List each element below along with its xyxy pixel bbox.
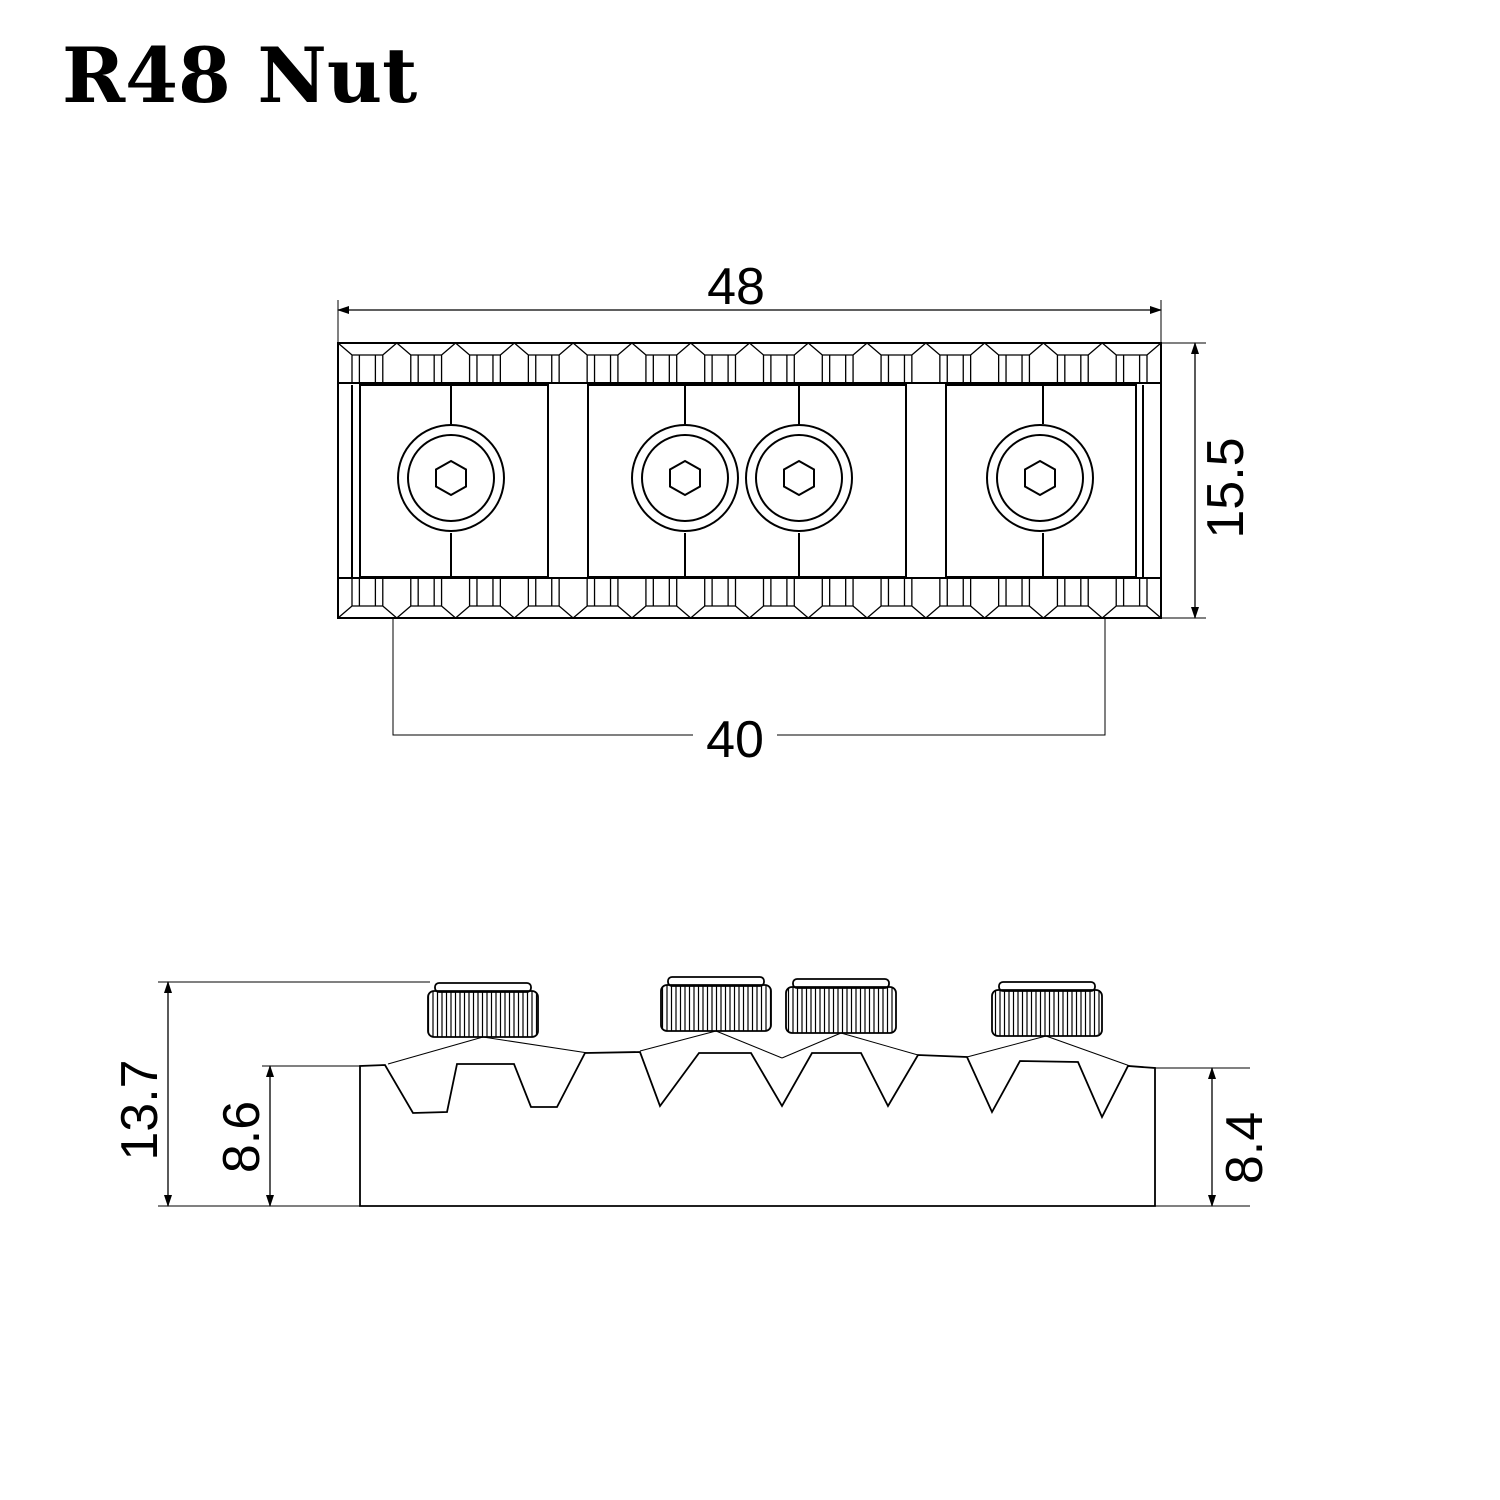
tooth-segment bbox=[1101, 342, 1162, 383]
side-view-dimensions bbox=[158, 981, 1250, 1207]
tooth-segment bbox=[455, 578, 515, 619]
top-teeth bbox=[337, 342, 1162, 383]
hex-socket-icon bbox=[669, 459, 701, 497]
tooth-segment bbox=[866, 342, 927, 383]
tooth-segment bbox=[572, 578, 633, 619]
page-title: R48 Nut bbox=[62, 31, 418, 120]
depth-dimension-label: 15.5 bbox=[1197, 437, 1255, 538]
clamp-pad-3 bbox=[945, 384, 1137, 578]
spacing-dimension-label: 40 bbox=[706, 711, 764, 769]
hex-screw-2 bbox=[631, 424, 739, 532]
tooth-segment bbox=[690, 578, 750, 619]
tooth-segment bbox=[1101, 578, 1162, 619]
right-height-label: 8.4 bbox=[1216, 1112, 1274, 1184]
thumb-screw-4 bbox=[991, 981, 1103, 1037]
spacing-dimension-line-left bbox=[392, 618, 693, 736]
tooth-segment bbox=[631, 578, 692, 619]
tooth-segment bbox=[866, 578, 927, 619]
clamp-pad-1 bbox=[359, 384, 549, 578]
clamp-pad-2 bbox=[587, 384, 907, 578]
tooth-segment bbox=[807, 578, 868, 619]
bottom-teeth bbox=[337, 578, 1162, 619]
nut-body-profile bbox=[359, 1051, 1156, 1207]
tooth-segment bbox=[690, 342, 750, 383]
width-dimension-label: 48 bbox=[707, 258, 765, 316]
overall-height-label: 13.7 bbox=[111, 1059, 169, 1160]
hex-socket-icon bbox=[783, 459, 815, 497]
tooth-segment bbox=[572, 342, 633, 383]
hex-screw-1 bbox=[397, 424, 505, 532]
tooth-segment bbox=[984, 342, 1044, 383]
tooth-segment bbox=[513, 578, 574, 619]
thumb-screw-1 bbox=[427, 982, 539, 1038]
top-view-dimensions bbox=[337, 300, 1206, 736]
tooth-segment bbox=[749, 342, 809, 383]
hex-screw-3 bbox=[745, 424, 853, 532]
tooth-segment bbox=[631, 342, 692, 383]
tooth-segment bbox=[337, 342, 398, 383]
tooth-segment bbox=[984, 578, 1044, 619]
spacing-dimension-line-right bbox=[777, 618, 1106, 736]
hex-socket-icon bbox=[1024, 459, 1056, 497]
top-view bbox=[337, 342, 1162, 619]
tooth-segment bbox=[807, 342, 868, 383]
tooth-segment bbox=[513, 342, 574, 383]
hex-screw-4 bbox=[986, 424, 1094, 532]
tooth-segment bbox=[455, 342, 515, 383]
tooth-segment bbox=[337, 578, 398, 619]
thumb-screw-3 bbox=[785, 978, 897, 1034]
tooth-segment bbox=[1043, 578, 1103, 619]
thumb-screw-2 bbox=[660, 976, 772, 1032]
string-lines bbox=[387, 1030, 1131, 1067]
left-height-label: 8.6 bbox=[213, 1101, 271, 1173]
hex-socket-icon bbox=[435, 459, 467, 497]
tooth-segment bbox=[925, 578, 986, 619]
tooth-segment bbox=[1043, 342, 1103, 383]
tooth-segment bbox=[749, 578, 809, 619]
tooth-segment bbox=[396, 578, 456, 619]
side-view bbox=[359, 976, 1156, 1207]
tooth-segment bbox=[925, 342, 986, 383]
tooth-segment bbox=[396, 342, 456, 383]
